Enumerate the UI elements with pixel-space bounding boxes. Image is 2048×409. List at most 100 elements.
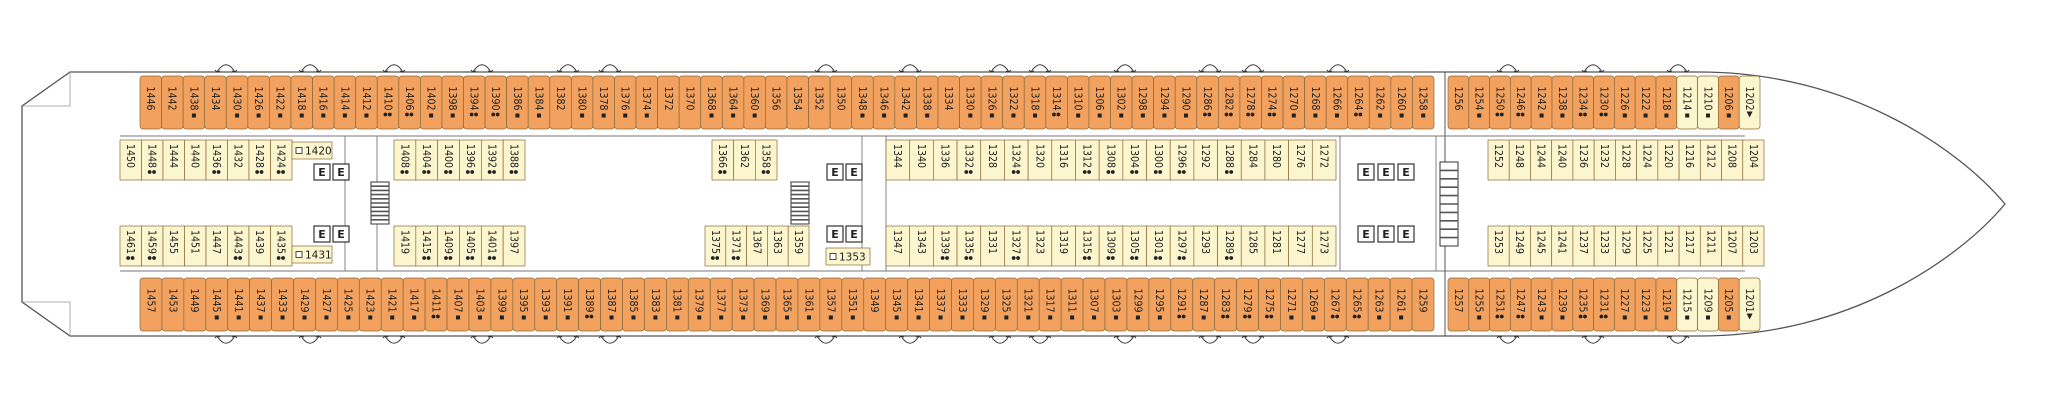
cabin-1434[interactable]: 1434 — [204, 75, 227, 130]
cabin-1351[interactable]: 1351 — [841, 277, 865, 332]
cabin-1323[interactable]: 1323 — [1027, 225, 1053, 267]
cabin-1373[interactable]: 1373 — [731, 277, 755, 332]
cabin-1348[interactable]: 1348 — [851, 75, 874, 130]
cabin-1290[interactable]: 1290 — [1174, 75, 1198, 130]
cabin-1314[interactable]: 1314 — [1045, 75, 1068, 130]
cabin-1330[interactable]: 1330 — [959, 75, 982, 130]
cabin-1377[interactable]: 1377 — [709, 277, 733, 332]
cabin-1325[interactable]: 1325 — [995, 277, 1018, 332]
cabin-1451[interactable]: 1451 — [184, 225, 207, 267]
cabin-1210[interactable]: 1210 — [1697, 75, 1719, 130]
cabin-1445[interactable]: 1445 — [205, 277, 229, 332]
cabin-1292[interactable]: 1292 — [1193, 139, 1218, 181]
cabin-1418[interactable]: 1418 — [290, 75, 313, 130]
cabin-1288[interactable]: 1288 — [1217, 139, 1242, 181]
cabin-1221[interactable]: 1221 — [1657, 225, 1680, 267]
cabin-1374[interactable]: 1374 — [635, 75, 658, 130]
cabin-1220[interactable]: 1220 — [1657, 139, 1680, 181]
cabin-1319[interactable]: 1319 — [1051, 225, 1076, 267]
cabin-1216[interactable]: 1216 — [1678, 139, 1701, 181]
cabin-1310[interactable]: 1310 — [1067, 75, 1090, 130]
cabin-1289[interactable]: 1289 — [1217, 225, 1242, 267]
cabin-1291[interactable]: 1291 — [1170, 277, 1194, 332]
cabin-1438[interactable]: 1438 — [182, 75, 206, 130]
cabin-1424[interactable]: 1424 — [270, 139, 293, 181]
cabin-1259[interactable]: 1259 — [1411, 277, 1435, 332]
cabin-1279[interactable]: 1279 — [1236, 277, 1259, 332]
cabin-1297[interactable]: 1297 — [1169, 225, 1195, 267]
cabin-1359[interactable]: 1359 — [787, 225, 810, 267]
cabin-1281[interactable]: 1281 — [1264, 225, 1289, 267]
cabin-1390[interactable]: 1390 — [484, 75, 507, 130]
cabin-1368[interactable]: 1368 — [700, 75, 723, 130]
cabin-1268[interactable]: 1268 — [1304, 75, 1327, 130]
cabin-1344[interactable]: 1344 — [885, 139, 911, 181]
cabin-1334[interactable]: 1334 — [937, 75, 960, 130]
cabin-1309[interactable]: 1309 — [1098, 225, 1124, 267]
cabin-1307[interactable]: 1307 — [1082, 277, 1106, 332]
cabin-1317[interactable]: 1317 — [1038, 277, 1062, 332]
cabin-1365[interactable]: 1365 — [775, 277, 799, 332]
cabin-1248[interactable]: 1248 — [1508, 139, 1531, 181]
cabin-1215[interactable]: 1215 — [1676, 277, 1698, 332]
cabin-1206[interactable]: 1206 — [1718, 75, 1740, 130]
cabin-1253[interactable]: 1253 — [1487, 225, 1510, 267]
cabin-1450[interactable]: 1450 — [119, 139, 142, 181]
cabin-1419[interactable]: 1419 — [393, 225, 417, 267]
cabin-1423[interactable]: 1423 — [358, 277, 382, 332]
cabin-1208[interactable]: 1208 — [1721, 139, 1744, 181]
cabin-1340[interactable]: 1340 — [909, 139, 934, 181]
cabin-1250[interactable]: 1250 — [1489, 75, 1511, 130]
cabin-1260[interactable]: 1260 — [1390, 75, 1413, 130]
cabin-1295[interactable]: 1295 — [1148, 277, 1172, 332]
cabin-1258[interactable]: 1258 — [1412, 75, 1435, 130]
cabin-1381[interactable]: 1381 — [666, 277, 689, 332]
cabin-1417[interactable]: 1417 — [402, 277, 426, 332]
cabin-1376[interactable]: 1376 — [614, 75, 637, 130]
cabin-1227[interactable]: 1227 — [1614, 277, 1636, 332]
cabin-1311[interactable]: 1311 — [1060, 277, 1084, 332]
cabin-1429[interactable]: 1429 — [293, 277, 316, 332]
cabin-1232[interactable]: 1232 — [1593, 139, 1616, 181]
cabin-1329[interactable]: 1329 — [973, 277, 996, 332]
cabin-1255[interactable]: 1255 — [1468, 277, 1490, 332]
cabin-1354[interactable]: 1354 — [786, 75, 809, 130]
cabin-1402[interactable]: 1402 — [420, 75, 443, 130]
cabin-1427[interactable]: 1427 — [315, 277, 338, 332]
cabin-1283[interactable]: 1283 — [1214, 277, 1237, 332]
cabin-1296[interactable]: 1296 — [1169, 139, 1195, 181]
cabin-1356[interactable]: 1356 — [765, 75, 788, 130]
cabin-1342[interactable]: 1342 — [894, 75, 917, 130]
cabin-1380[interactable]: 1380 — [570, 75, 594, 130]
cabin-1242[interactable]: 1242 — [1530, 75, 1553, 130]
cabin-1345[interactable]: 1345 — [885, 277, 908, 332]
cabin-1443[interactable]: 1443 — [227, 225, 250, 267]
cabin-1212[interactable]: 1212 — [1699, 139, 1722, 181]
cabin-1273[interactable]: 1273 — [1311, 225, 1337, 267]
cabin-1439[interactable]: 1439 — [248, 225, 271, 267]
cabin-1262[interactable]: 1262 — [1368, 75, 1392, 130]
cabin-1207[interactable]: 1207 — [1721, 225, 1744, 267]
cabin-1385[interactable]: 1385 — [622, 277, 645, 332]
cabin-1372[interactable]: 1372 — [657, 75, 680, 130]
cabin-1414[interactable]: 1414 — [333, 75, 357, 130]
cabin-1211[interactable]: 1211 — [1699, 225, 1722, 267]
cabin-1243[interactable]: 1243 — [1530, 277, 1553, 332]
cabin-1430[interactable]: 1430 — [225, 75, 249, 130]
cabin-1461[interactable]: 1461 — [119, 225, 142, 267]
cabin-1235[interactable]: 1235 — [1572, 277, 1594, 332]
cabin-1408[interactable]: 1408 — [393, 139, 417, 181]
cabin-1271[interactable]: 1271 — [1280, 277, 1303, 332]
cabin-1312[interactable]: 1312 — [1075, 139, 1100, 181]
cabin-1276[interactable]: 1276 — [1288, 139, 1313, 181]
cabin-1237[interactable]: 1237 — [1572, 225, 1595, 267]
cabin-1352[interactable]: 1352 — [808, 75, 831, 130]
cabin-1305[interactable]: 1305 — [1122, 225, 1147, 267]
cabin-1217[interactable]: 1217 — [1678, 225, 1701, 267]
cabin-1361[interactable]: 1361 — [797, 277, 821, 332]
cabin-1266[interactable]: 1266 — [1325, 75, 1349, 130]
cabin-1415[interactable]: 1415 — [415, 225, 439, 267]
cabin-1204[interactable]: 1204 — [1742, 139, 1765, 181]
cabin-1367[interactable]: 1367 — [746, 225, 768, 267]
cabin-1431[interactable]: 1431 — [291, 245, 333, 264]
